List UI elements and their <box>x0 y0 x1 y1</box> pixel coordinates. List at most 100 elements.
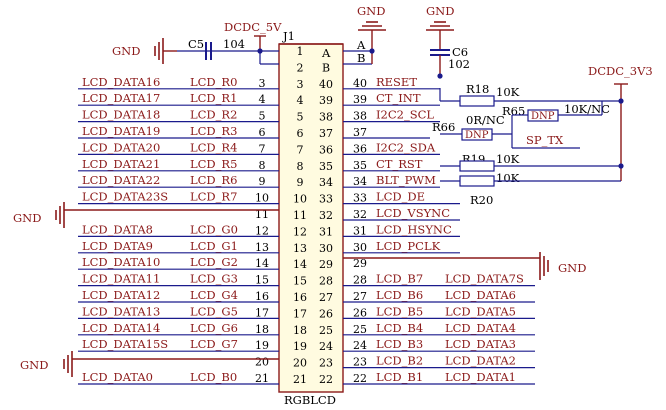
left-pin-number: 17 <box>255 306 269 319</box>
dcdc5v-label: DCDC_5V <box>224 20 282 34</box>
left-net-label: LCD_DATA17 <box>82 91 160 105</box>
left-signal-label: LCD_R4 <box>190 140 237 154</box>
c6-value: 102 <box>448 57 470 71</box>
connector-ref: J1 <box>282 29 295 43</box>
c5-ref: C5 <box>188 37 204 51</box>
body-pin-number: 40 <box>319 78 333 91</box>
left-net-label: LCD_DATA22 <box>82 173 160 187</box>
left-net-label: LCD_DATA11 <box>82 272 160 286</box>
left-signal-label: LCD_R2 <box>190 108 237 122</box>
pin-b-outside-label: B <box>357 51 365 65</box>
left-pin-number: 6 <box>259 126 266 139</box>
right-net-label: LCD_DATA3 <box>445 337 516 351</box>
right-pin-number: 22 <box>353 372 367 385</box>
junction-dot <box>437 73 443 79</box>
body-pin-number: 2 <box>297 61 304 74</box>
left-net-label: LCD_DATA15S <box>82 337 168 351</box>
right-net-label: LCD_DATA4 <box>445 321 516 335</box>
right-pin-number: 31 <box>353 224 367 237</box>
left-signal-label: LCD_B0 <box>190 370 237 384</box>
left-pin-number: 8 <box>259 159 266 172</box>
body-pin-number: 1 <box>297 45 304 58</box>
body-pin-number: 16 <box>293 291 307 304</box>
right-signal-label: LCD_B5 <box>376 304 423 318</box>
left-net-label: LCD_DATA12 <box>82 288 160 302</box>
gnd-symbol-pin29: GND <box>343 252 586 280</box>
r66-dnp: DNP <box>465 130 489 141</box>
body-pin-number: 32 <box>319 209 333 222</box>
right-signal-label: LCD_B6 <box>376 288 423 302</box>
left-signal-label: LCD_G5 <box>190 304 238 318</box>
gnd-label-left-top: GND <box>112 44 140 58</box>
body-pin-number: 38 <box>319 111 333 124</box>
body-pin-number: 31 <box>319 225 333 238</box>
body-pin-number: 12 <box>293 225 307 238</box>
left-pin-number: 5 <box>259 110 266 123</box>
left-signal-label: LCD_R6 <box>190 173 237 187</box>
left-signal-label: LCD_R3 <box>190 124 237 138</box>
right-pin-number: 27 <box>353 290 367 303</box>
connector-body <box>278 43 344 393</box>
right-pin-number: 33 <box>353 192 367 205</box>
body-pin-number: 35 <box>319 160 333 173</box>
left-net-label: LCD_DATA16 <box>82 75 160 89</box>
right-pin-number: 25 <box>353 323 367 336</box>
right-pin-number: 37 <box>353 126 367 139</box>
right-pin-number: 29 <box>353 257 367 270</box>
body-pin-number: 20 <box>293 357 307 370</box>
left-net-label: LCD_DATA21 <box>82 157 160 171</box>
left-pin-number: 14 <box>255 257 269 270</box>
gnd-symbol-pin11: GND <box>13 202 279 228</box>
r20-ref: R20 <box>470 193 493 207</box>
r20-value: 10K <box>496 171 520 185</box>
body-pin-number: 24 <box>319 340 333 353</box>
body-pin-number: 26 <box>319 307 333 320</box>
right-signal-label: I2C2_SCL <box>376 108 434 122</box>
body-pin-number: 30 <box>319 242 333 255</box>
left-signal-label: LCD_G1 <box>190 239 238 253</box>
right-signal-label: I2C2_SDA <box>376 140 436 154</box>
left-signal-label: LCD_R7 <box>190 190 237 204</box>
left-pin-number: 13 <box>255 241 269 254</box>
body-pin-number: 22 <box>319 373 333 386</box>
body-pin-number: 11 <box>293 209 307 222</box>
body-pin-number: 7 <box>297 143 304 156</box>
right-pin-number: 34 <box>353 175 367 188</box>
right-signal-label: LCD_HSYNC <box>376 222 452 236</box>
left-net-label: LCD_DATA14 <box>82 321 160 335</box>
body-pin-number: 19 <box>293 340 307 353</box>
right-signal-label: CT_INT <box>376 91 421 105</box>
body-pin-number: 3 <box>297 78 304 91</box>
right-signal-label: LCD_B4 <box>376 321 423 335</box>
right-net-label: LCD_DATA1 <box>445 370 516 384</box>
body-pin-number: 13 <box>293 242 307 255</box>
left-pin-number: 10 <box>255 192 269 205</box>
right-signal-label: BLT_PWM <box>376 173 436 187</box>
right-pin-number: 32 <box>353 208 367 221</box>
body-pin-number: 34 <box>319 176 333 189</box>
left-net-label: LCD_DATA20 <box>82 140 160 154</box>
junction-dot <box>257 48 263 54</box>
right-pin-number: 38 <box>353 110 367 123</box>
left-signal-label: LCD_G2 <box>190 255 238 269</box>
right-pin-number: 28 <box>353 274 367 287</box>
left-signal-label: LCD_G3 <box>190 272 238 286</box>
body-pin-number: 36 <box>319 143 333 156</box>
r65-value: 10K/NC <box>564 102 610 116</box>
right-net-label: LCD_DATA6 <box>445 288 516 302</box>
body-pin-number: 25 <box>319 324 333 337</box>
right-pin-number: 23 <box>353 356 367 369</box>
junction-dot <box>369 48 375 54</box>
left-net-label: LCD_DATA10 <box>82 255 160 269</box>
r18-body <box>459 95 495 107</box>
left-signal-label: LCD_R0 <box>190 75 237 89</box>
right-signal-label: RESET <box>376 75 417 89</box>
left-signal-label: LCD_G4 <box>190 288 238 302</box>
left-signal-label: LCD_R5 <box>190 157 237 171</box>
right-signal-label: LCD_PCLK <box>376 239 441 253</box>
right-net-label: LCD_DATA5 <box>445 304 516 318</box>
left-signal-label: LCD_G0 <box>190 222 238 236</box>
body-pin-number: 39 <box>319 94 333 107</box>
